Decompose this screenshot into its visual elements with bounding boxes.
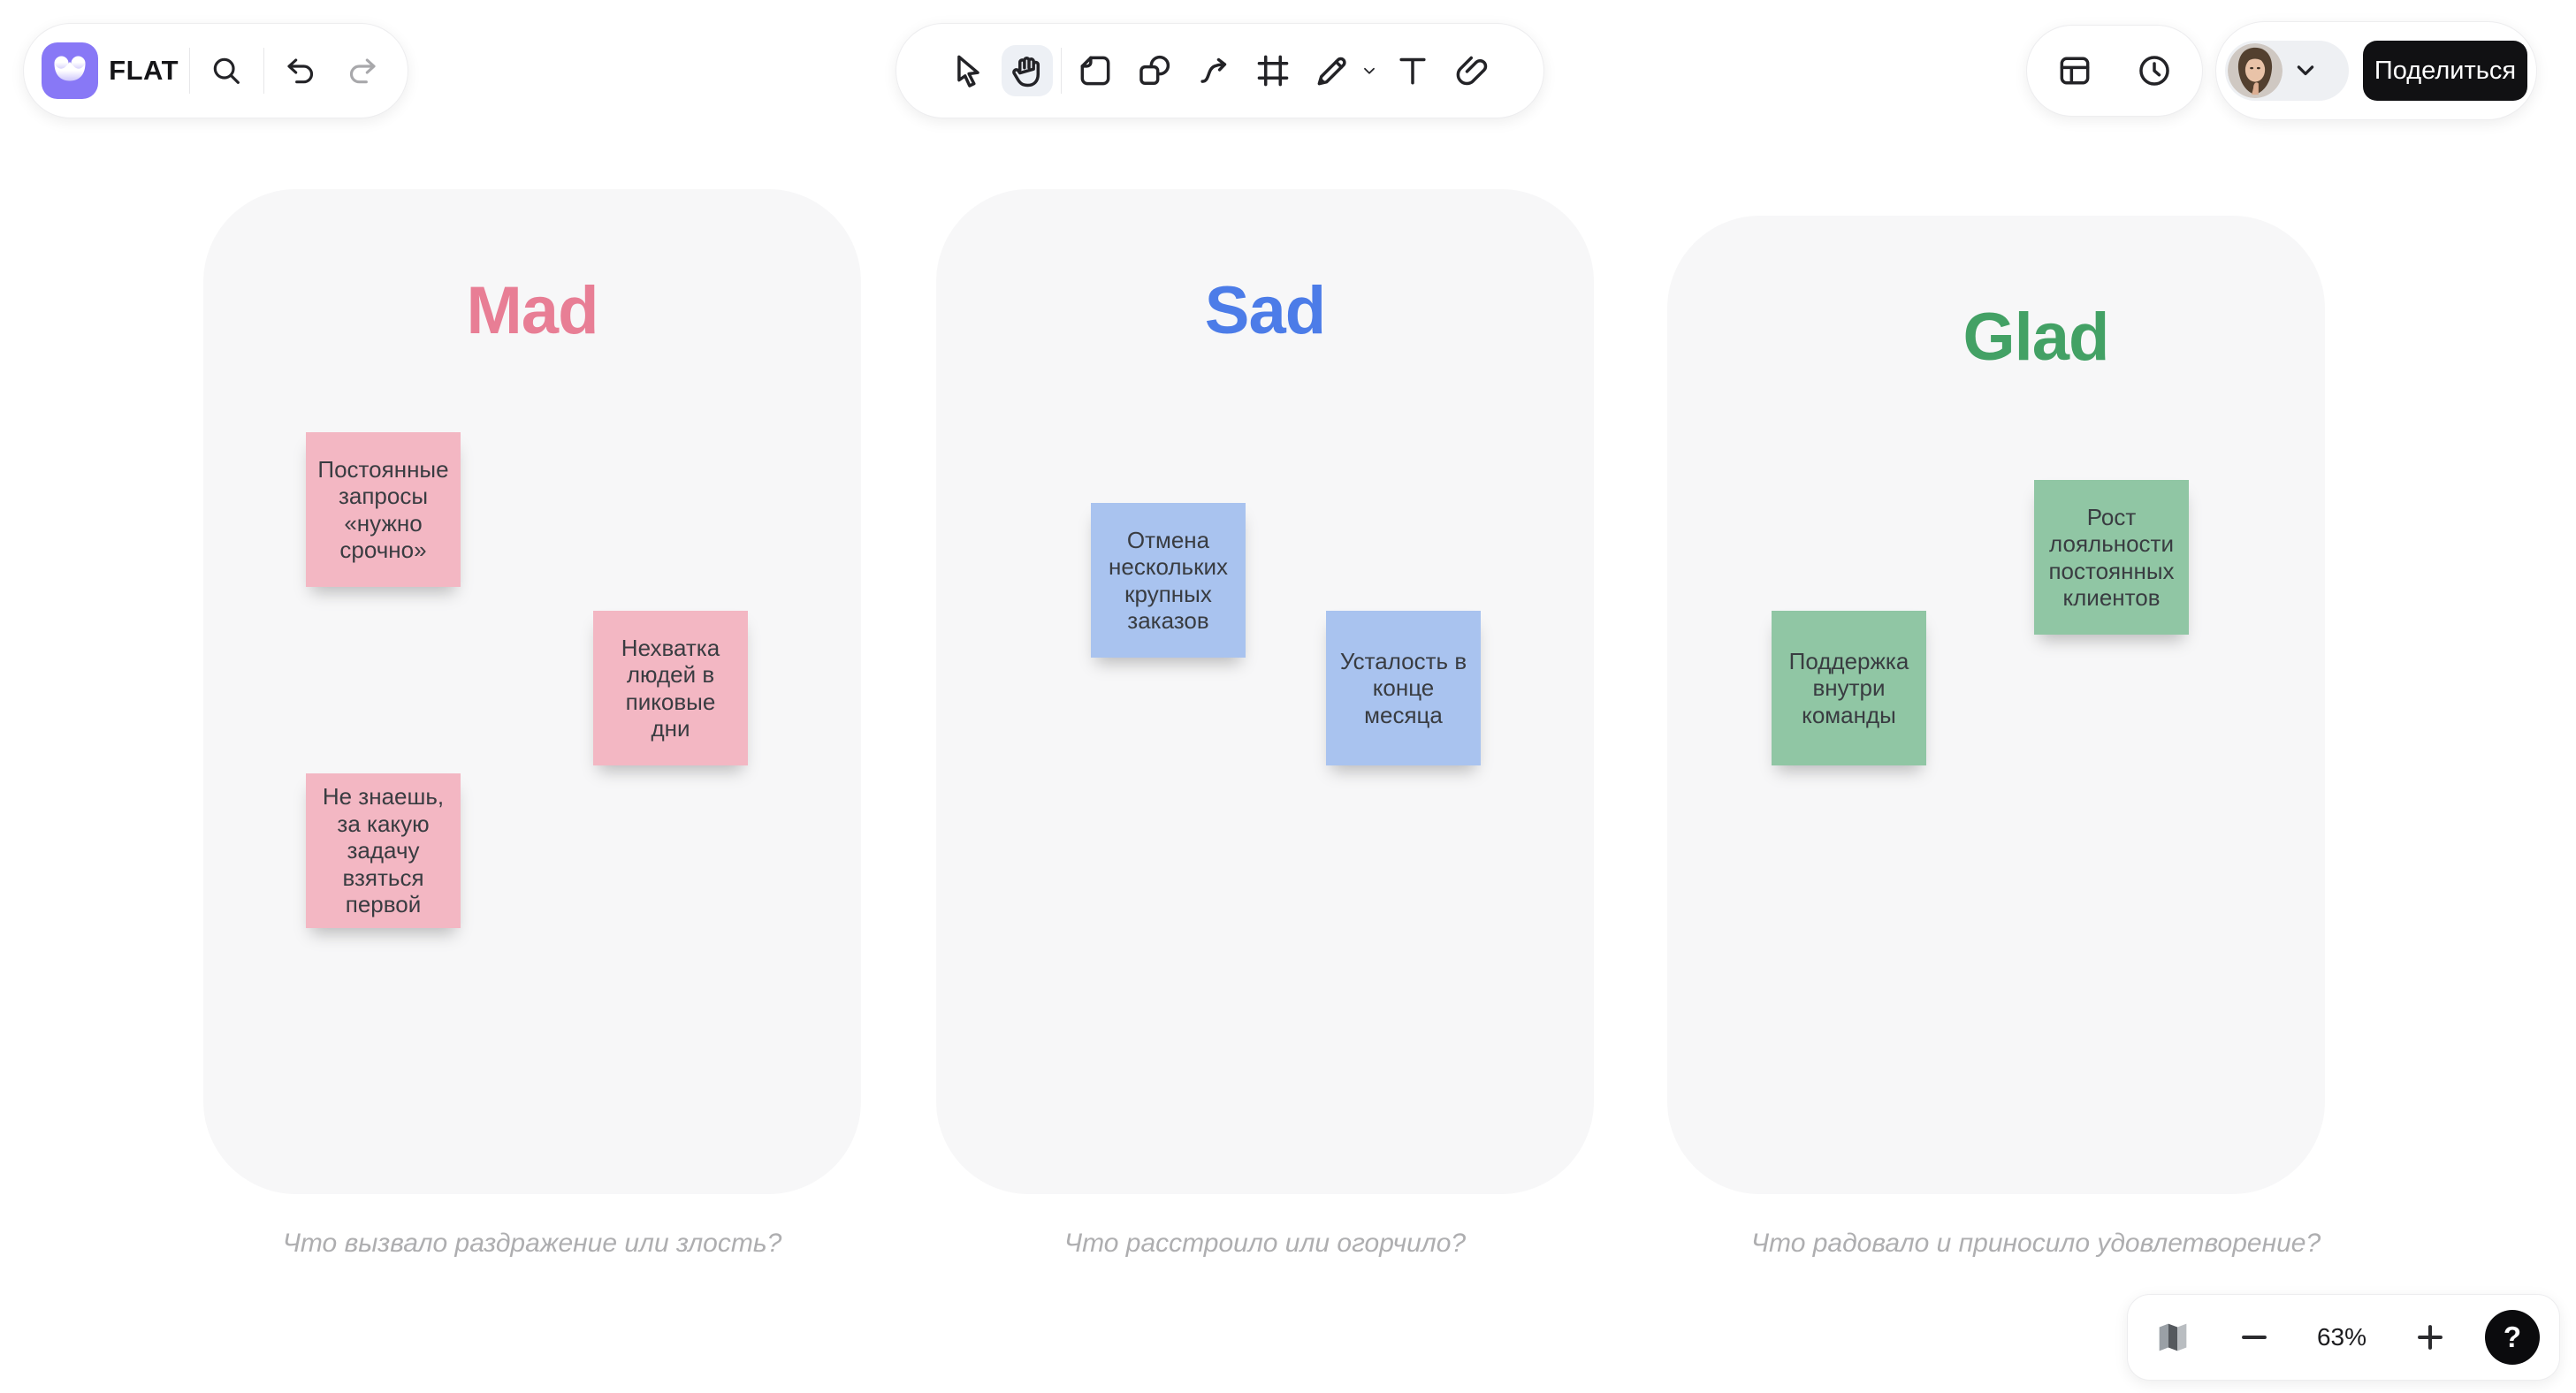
brand-name: FLAT xyxy=(109,55,179,86)
canvas-toolbar xyxy=(896,23,1544,118)
frame-tool-button[interactable] xyxy=(1247,45,1299,96)
shapes-tool-button[interactable] xyxy=(1129,45,1180,96)
frame-title-mad[interactable]: Mad xyxy=(466,273,599,348)
pen-icon xyxy=(1317,57,1346,86)
sticky-note[interactable]: Отмена нескольких крупных заказов xyxy=(1091,503,1246,658)
plus-icon xyxy=(2417,1325,2443,1350)
view-controls xyxy=(2026,25,2203,117)
account-menu[interactable] xyxy=(2225,41,2349,101)
divider xyxy=(189,48,191,94)
divider xyxy=(263,48,264,94)
account-share-group: Поделиться xyxy=(2215,21,2537,120)
select-tool-button[interactable] xyxy=(942,45,994,96)
sticky-note-icon xyxy=(1080,56,1110,86)
layout-panels-icon xyxy=(2060,57,2090,85)
chevron-down-icon[interactable] xyxy=(2293,58,2318,83)
frame-title-glad[interactable]: Glad xyxy=(1962,300,2110,375)
zoom-in-button[interactable] xyxy=(2405,1312,2456,1363)
sticky-note[interactable]: Не знаешь, за какую задачу взяться перво… xyxy=(306,773,461,928)
hand-tool-button[interactable] xyxy=(1002,45,1053,96)
zoom-bar: 63% ? xyxy=(2127,1294,2560,1381)
share-button[interactable]: Поделиться xyxy=(2363,41,2527,101)
text-tool-button[interactable] xyxy=(1387,45,1438,96)
redo-icon xyxy=(349,58,376,84)
frame-title-sad[interactable]: Sad xyxy=(1204,273,1326,348)
app-logo[interactable] xyxy=(42,42,98,99)
redo-button[interactable] xyxy=(337,45,388,96)
pen-tool-group[interactable] xyxy=(1307,45,1379,96)
zoom-out-button[interactable] xyxy=(2229,1312,2280,1363)
shapes-icon xyxy=(1139,55,1170,86)
minimap-button[interactable] xyxy=(2147,1312,2199,1363)
minus-icon xyxy=(2241,1335,2267,1340)
frame-icon xyxy=(1257,55,1289,87)
frame-glad[interactable]: Glad xyxy=(1667,216,2325,1194)
divider xyxy=(1061,48,1062,94)
frame-caption-mad[interactable]: Что вызвало раздражение или злость? xyxy=(282,1229,782,1258)
search-icon xyxy=(214,57,240,84)
avatar[interactable] xyxy=(2228,43,2283,98)
undo-button[interactable] xyxy=(275,45,326,96)
sticky-note[interactable]: Постоянные запросы «нужно срочно» xyxy=(306,432,461,587)
sticky-note[interactable]: Поддержка внутри команды xyxy=(1772,611,1926,765)
help-button[interactable]: ? xyxy=(2485,1310,2540,1365)
sticky-note[interactable]: Усталость в конце месяца xyxy=(1326,611,1481,765)
frame-caption-sad[interactable]: Что расстроило или огорчило? xyxy=(1063,1229,1467,1258)
sticky-note[interactable]: Нехватка людей в пиковые дни xyxy=(593,611,748,765)
zoom-level[interactable]: 63% xyxy=(2316,1323,2367,1351)
hand-icon xyxy=(1012,57,1040,88)
sticky-note-tool-button[interactable] xyxy=(1070,45,1121,96)
paperclip-icon xyxy=(1456,56,1488,86)
frame-mad[interactable]: Mad xyxy=(203,189,861,1194)
chevron-down-icon[interactable] xyxy=(1360,61,1379,80)
sticky-note[interactable]: Рост лояльности постоянных клиентов xyxy=(2034,480,2189,635)
attachment-tool-button[interactable] xyxy=(1446,45,1498,96)
history-button[interactable] xyxy=(2129,45,2180,96)
pen-tool-button[interactable] xyxy=(1307,45,1358,96)
undo-icon xyxy=(287,58,313,84)
clock-icon xyxy=(2139,56,2169,86)
layout-panels-button[interactable] xyxy=(2049,45,2100,96)
cursor-icon xyxy=(957,55,979,88)
app-toolbar-left: FLAT xyxy=(23,23,408,118)
connector-icon xyxy=(1200,57,1227,83)
connector-tool-button[interactable] xyxy=(1188,45,1239,96)
frame-caption-glad[interactable]: Что радовало и приносило удовлетворение? xyxy=(1750,1229,2321,1258)
text-icon xyxy=(1399,57,1426,85)
frame-sad[interactable]: Sad xyxy=(936,189,1594,1194)
minimap-icon xyxy=(2159,1323,2187,1351)
search-button[interactable] xyxy=(201,45,252,96)
